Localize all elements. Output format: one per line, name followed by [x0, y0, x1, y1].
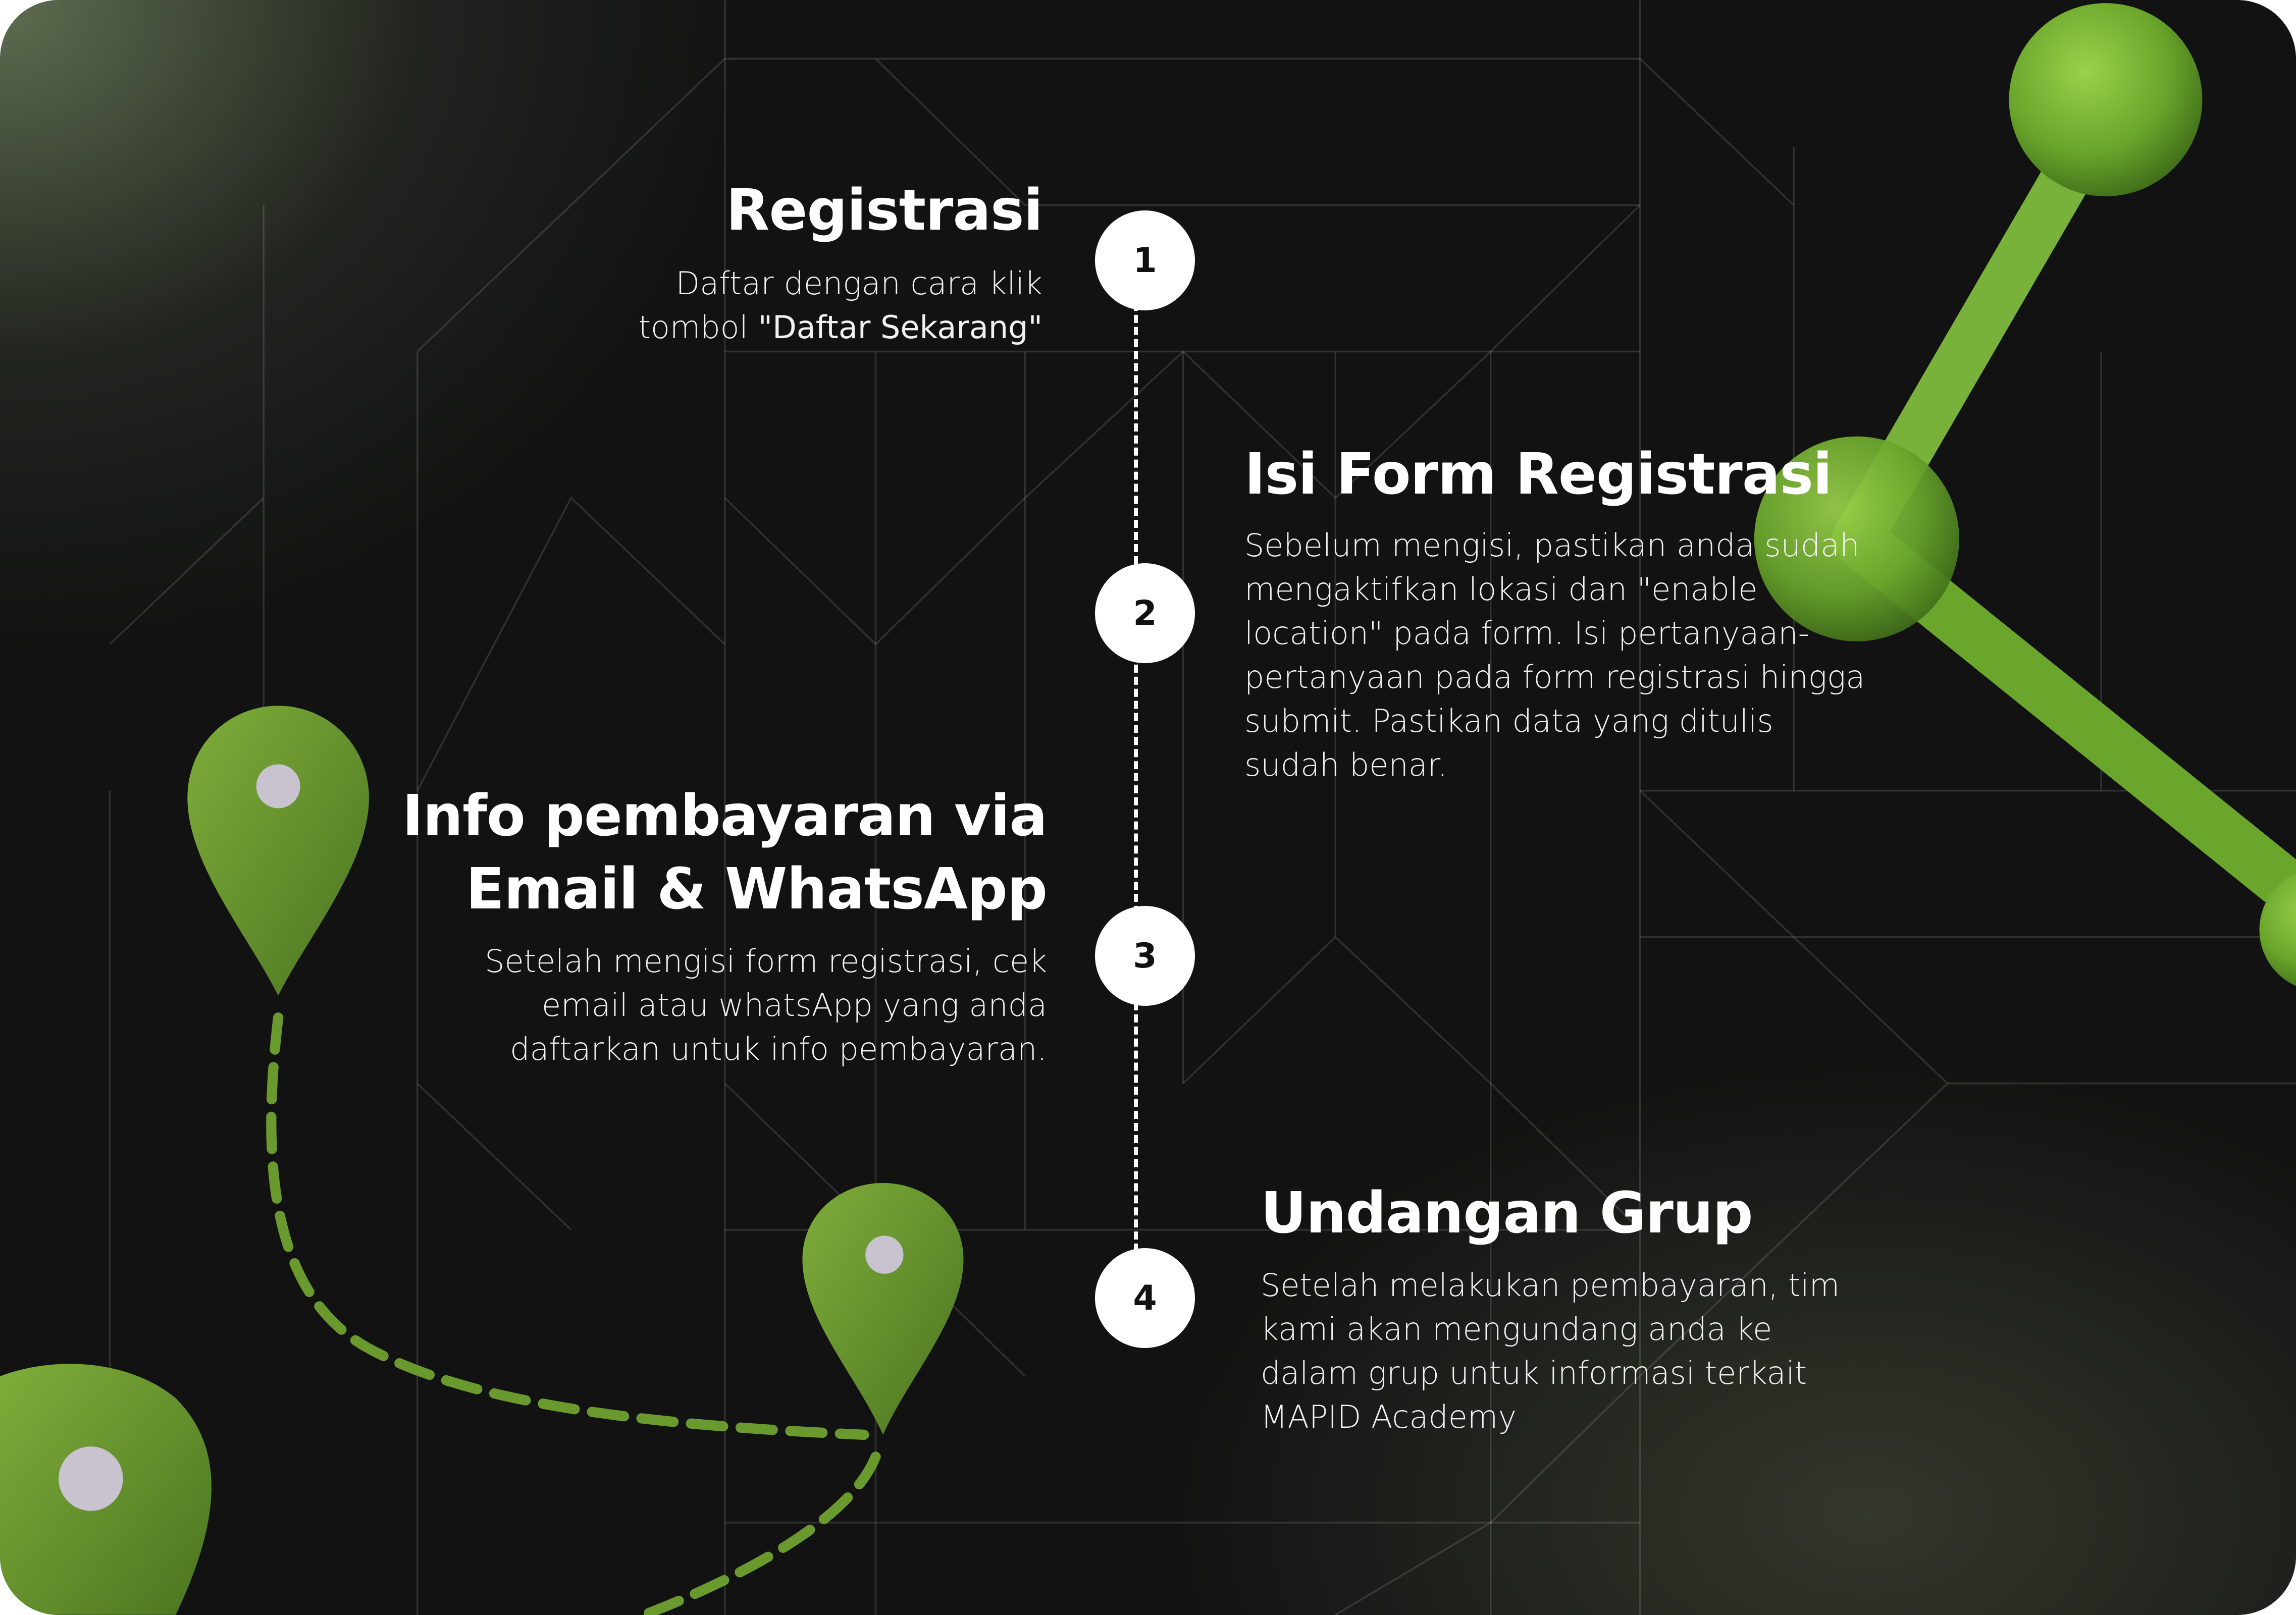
desc-line: sudah benar. [1244, 746, 1448, 783]
desc-text: tombol [638, 309, 758, 346]
desc-line: mengaktifkan lokasi dan "enable [1244, 571, 1758, 608]
step-1-title: Registrasi [726, 178, 1043, 243]
step-3: Info pembayaran via Email & WhatsApp Set… [402, 780, 1048, 1071]
desc-line: Sebelum mengisi, pastikan anda sudah [1244, 527, 1860, 564]
step-3-description: Setelah mengisi form registrasi, cek ema… [402, 939, 1047, 1071]
desc-line: MAPID Academy [1261, 1398, 1517, 1435]
step-4-title: Undangan Grup [1261, 1180, 1753, 1246]
desc-line: dalam grup untuk informasi terkait [1261, 1355, 1807, 1391]
step-2-description: Sebelum mengisi, pastikan anda sudah men… [1244, 523, 1865, 787]
desc-line: kami akan mengundang anda ke [1261, 1311, 1772, 1348]
step-4-number: 4 [1095, 1248, 1195, 1348]
desc-line: email atau whatsApp yang anda [542, 987, 1047, 1024]
desc-line: pertanyaan pada form registrasi hingga [1244, 659, 1865, 695]
step-4: Undangan Grup Setelah melakukan pembayar… [1261, 1177, 1840, 1439]
desc-line: submit. Pastikan data yang ditulis [1244, 703, 1773, 739]
step-3-number: 3 [1095, 906, 1195, 1006]
step-2-title: Isi Form Registrasi [1244, 442, 1832, 507]
molecule-decoration [1754, 3, 2296, 986]
desc-line: location" pada form. Isi pertanyaan- [1244, 615, 1810, 652]
map-pin-icon [187, 706, 369, 996]
map-pin-icon [0, 1364, 212, 1615]
step-2: Isi Form Registrasi Sebelum mengisi, pas… [1244, 438, 1865, 787]
desc-line: Setelah melakukan pembayaran, tim [1261, 1267, 1840, 1304]
step-1-description: Daftar dengan cara klik tombol "Daftar S… [639, 261, 1042, 349]
desc-line: daftarkan untuk info pembayaran. [510, 1031, 1047, 1067]
title-line: Info pembayaran via [402, 783, 1048, 849]
step-3-title: Info pembayaran via Email & WhatsApp [402, 780, 1048, 926]
timeline-line [1134, 303, 1138, 1252]
daftar-sekarang-label: "Daftar Sekarang" [758, 309, 1042, 346]
map-pin-icon [802, 1182, 964, 1435]
step-1-number: 1 [1095, 210, 1195, 310]
step-4-description: Setelah melakukan pembayaran, tim kami a… [1261, 1263, 1840, 1439]
grid-lines [109, 0, 2296, 1615]
desc-line: tombol "Daftar Sekarang" [639, 305, 1042, 349]
desc-line: Setelah mengisi form registrasi, cek [485, 943, 1047, 980]
title-line: Email & WhatsApp [465, 856, 1048, 922]
dashed-route [266, 1012, 881, 1615]
step-2-number: 2 [1095, 563, 1195, 663]
step-1: Registrasi Daftar dengan cara klik tombo… [639, 174, 1043, 349]
desc-line: Daftar dengan cara klik [675, 265, 1042, 302]
